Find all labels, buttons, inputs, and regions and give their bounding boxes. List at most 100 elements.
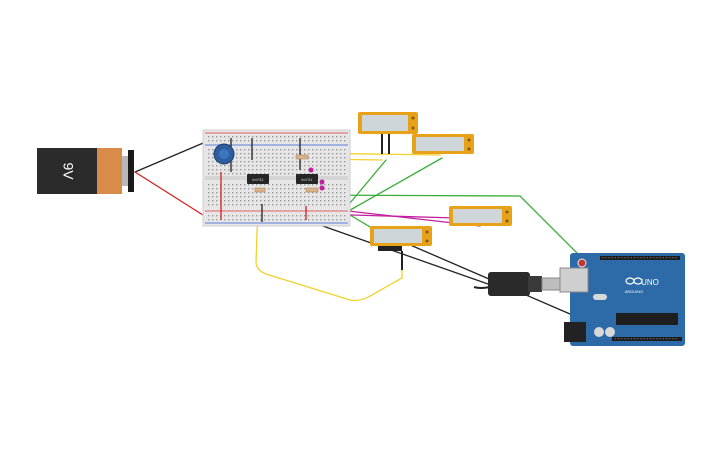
breadboard-hole xyxy=(280,161,282,163)
breadboard-hole xyxy=(332,136,334,138)
wire-black-battery[interactable] xyxy=(134,137,216,173)
breadboard-hole xyxy=(216,196,218,198)
breadboard-hole xyxy=(284,204,286,206)
breadboard-hole xyxy=(252,157,254,159)
breadboard-hole xyxy=(340,188,342,190)
breadboard-hole xyxy=(344,161,346,163)
sensor-header xyxy=(378,246,402,251)
breadboard-hole xyxy=(320,215,322,217)
breadboard-hole xyxy=(312,192,314,194)
breadboard-hole xyxy=(264,204,266,206)
breadboard-hole xyxy=(300,196,302,198)
crystal xyxy=(593,294,607,300)
breadboard-hole xyxy=(236,173,238,175)
breadboard-hole xyxy=(208,153,210,155)
breadboard-hole xyxy=(280,140,282,142)
battery-9v[interactable]: 9V xyxy=(37,148,134,194)
breadboard-hole xyxy=(308,184,310,186)
breadboard-hole xyxy=(316,149,318,151)
breadboard-hole xyxy=(320,192,322,194)
sensor-module-2[interactable] xyxy=(412,134,474,154)
breadboard-hole xyxy=(312,136,314,138)
breadboard-hole xyxy=(324,161,326,163)
breadboard-hole xyxy=(320,200,322,202)
capacitor-round xyxy=(594,327,604,337)
breadboard-hole xyxy=(240,140,242,142)
breadboard-hole xyxy=(292,153,294,155)
arduino-pin xyxy=(669,257,671,259)
sensor-window xyxy=(416,137,464,151)
breadboard-hole xyxy=(212,192,214,194)
wire-yellow-loop[interactable] xyxy=(255,205,403,302)
breadboard-hole xyxy=(256,140,258,142)
breadboard-hole xyxy=(316,184,318,186)
resistor-3[interactable] xyxy=(254,187,266,193)
breadboard-hole xyxy=(344,184,346,186)
arduino-pin xyxy=(666,257,668,259)
capacitor-2[interactable] xyxy=(319,179,325,185)
breadboard-hole xyxy=(304,173,306,175)
breadboard-hole xyxy=(256,161,258,163)
resistor-1[interactable] xyxy=(295,154,309,160)
arduino-pin xyxy=(637,338,639,340)
breadboard-hole xyxy=(336,192,338,194)
breadboard-hole xyxy=(344,219,346,221)
breadboard-hole xyxy=(320,136,322,138)
breadboard-hole xyxy=(264,219,266,221)
capacitor-1[interactable] xyxy=(308,167,314,173)
breadboard-hole xyxy=(260,136,262,138)
breadboard-hole xyxy=(212,161,214,163)
breadboard-hole xyxy=(240,215,242,217)
usb-port xyxy=(559,267,589,293)
breadboard-hole xyxy=(244,200,246,202)
breadboard-hole xyxy=(260,149,262,151)
breadboard-hole xyxy=(332,140,334,142)
breadboard-hole xyxy=(252,200,254,202)
usb-cable[interactable] xyxy=(473,272,577,296)
breadboard-hole xyxy=(272,184,274,186)
breadboard[interactable]: lm741 lm741 xyxy=(202,129,351,227)
breadboard-hole xyxy=(304,204,306,206)
breadboard-hole xyxy=(216,192,218,194)
wire-red-battery[interactable] xyxy=(134,171,215,223)
breadboard-hole xyxy=(324,192,326,194)
arduino-uno[interactable]: UNO ARDUINO xyxy=(559,253,685,346)
sensor-module-4[interactable] xyxy=(370,226,432,270)
breadboard-hole xyxy=(288,192,290,194)
breadboard-hole xyxy=(300,184,302,186)
breadboard-hole xyxy=(280,219,282,221)
breadboard-hole xyxy=(280,184,282,186)
sensor-pin xyxy=(467,138,471,142)
breadboard-hole xyxy=(304,200,306,202)
breadboard-hole xyxy=(260,215,262,217)
arduino-pin xyxy=(614,338,617,340)
sensor-module-3[interactable] xyxy=(449,206,512,226)
opamp-1-body xyxy=(247,174,269,184)
breadboard-hole xyxy=(292,169,294,171)
breadboard-hole xyxy=(276,200,278,202)
breadboard-hole xyxy=(248,165,250,167)
capacitor-3[interactable] xyxy=(319,185,325,191)
breadboard-hole xyxy=(276,140,278,142)
opamp-2[interactable]: lm741 xyxy=(296,174,318,184)
breadboard-hole xyxy=(240,204,242,206)
arduino-pin xyxy=(608,257,610,259)
breadboard-hole xyxy=(300,165,302,167)
potentiometer[interactable] xyxy=(213,143,235,165)
breadboard-hole xyxy=(284,215,286,217)
infinity-logo xyxy=(625,277,643,285)
breadboard-hole xyxy=(256,184,258,186)
wire-green-2[interactable] xyxy=(344,157,443,214)
sensor-module-1[interactable] xyxy=(358,112,418,154)
opamp-1[interactable]: lm741 xyxy=(247,174,269,184)
breadboard-hole xyxy=(212,157,214,159)
breadboard-hole xyxy=(244,184,246,186)
resistor-2[interactable] xyxy=(305,187,319,193)
breadboard-hole xyxy=(336,215,338,217)
breadboard-hole xyxy=(232,215,234,217)
breadboard-hole xyxy=(236,169,238,171)
breadboard-hole xyxy=(332,165,334,167)
reset-button[interactable] xyxy=(577,258,587,268)
arduino-pin xyxy=(611,257,613,259)
breadboard-hole xyxy=(240,157,242,159)
